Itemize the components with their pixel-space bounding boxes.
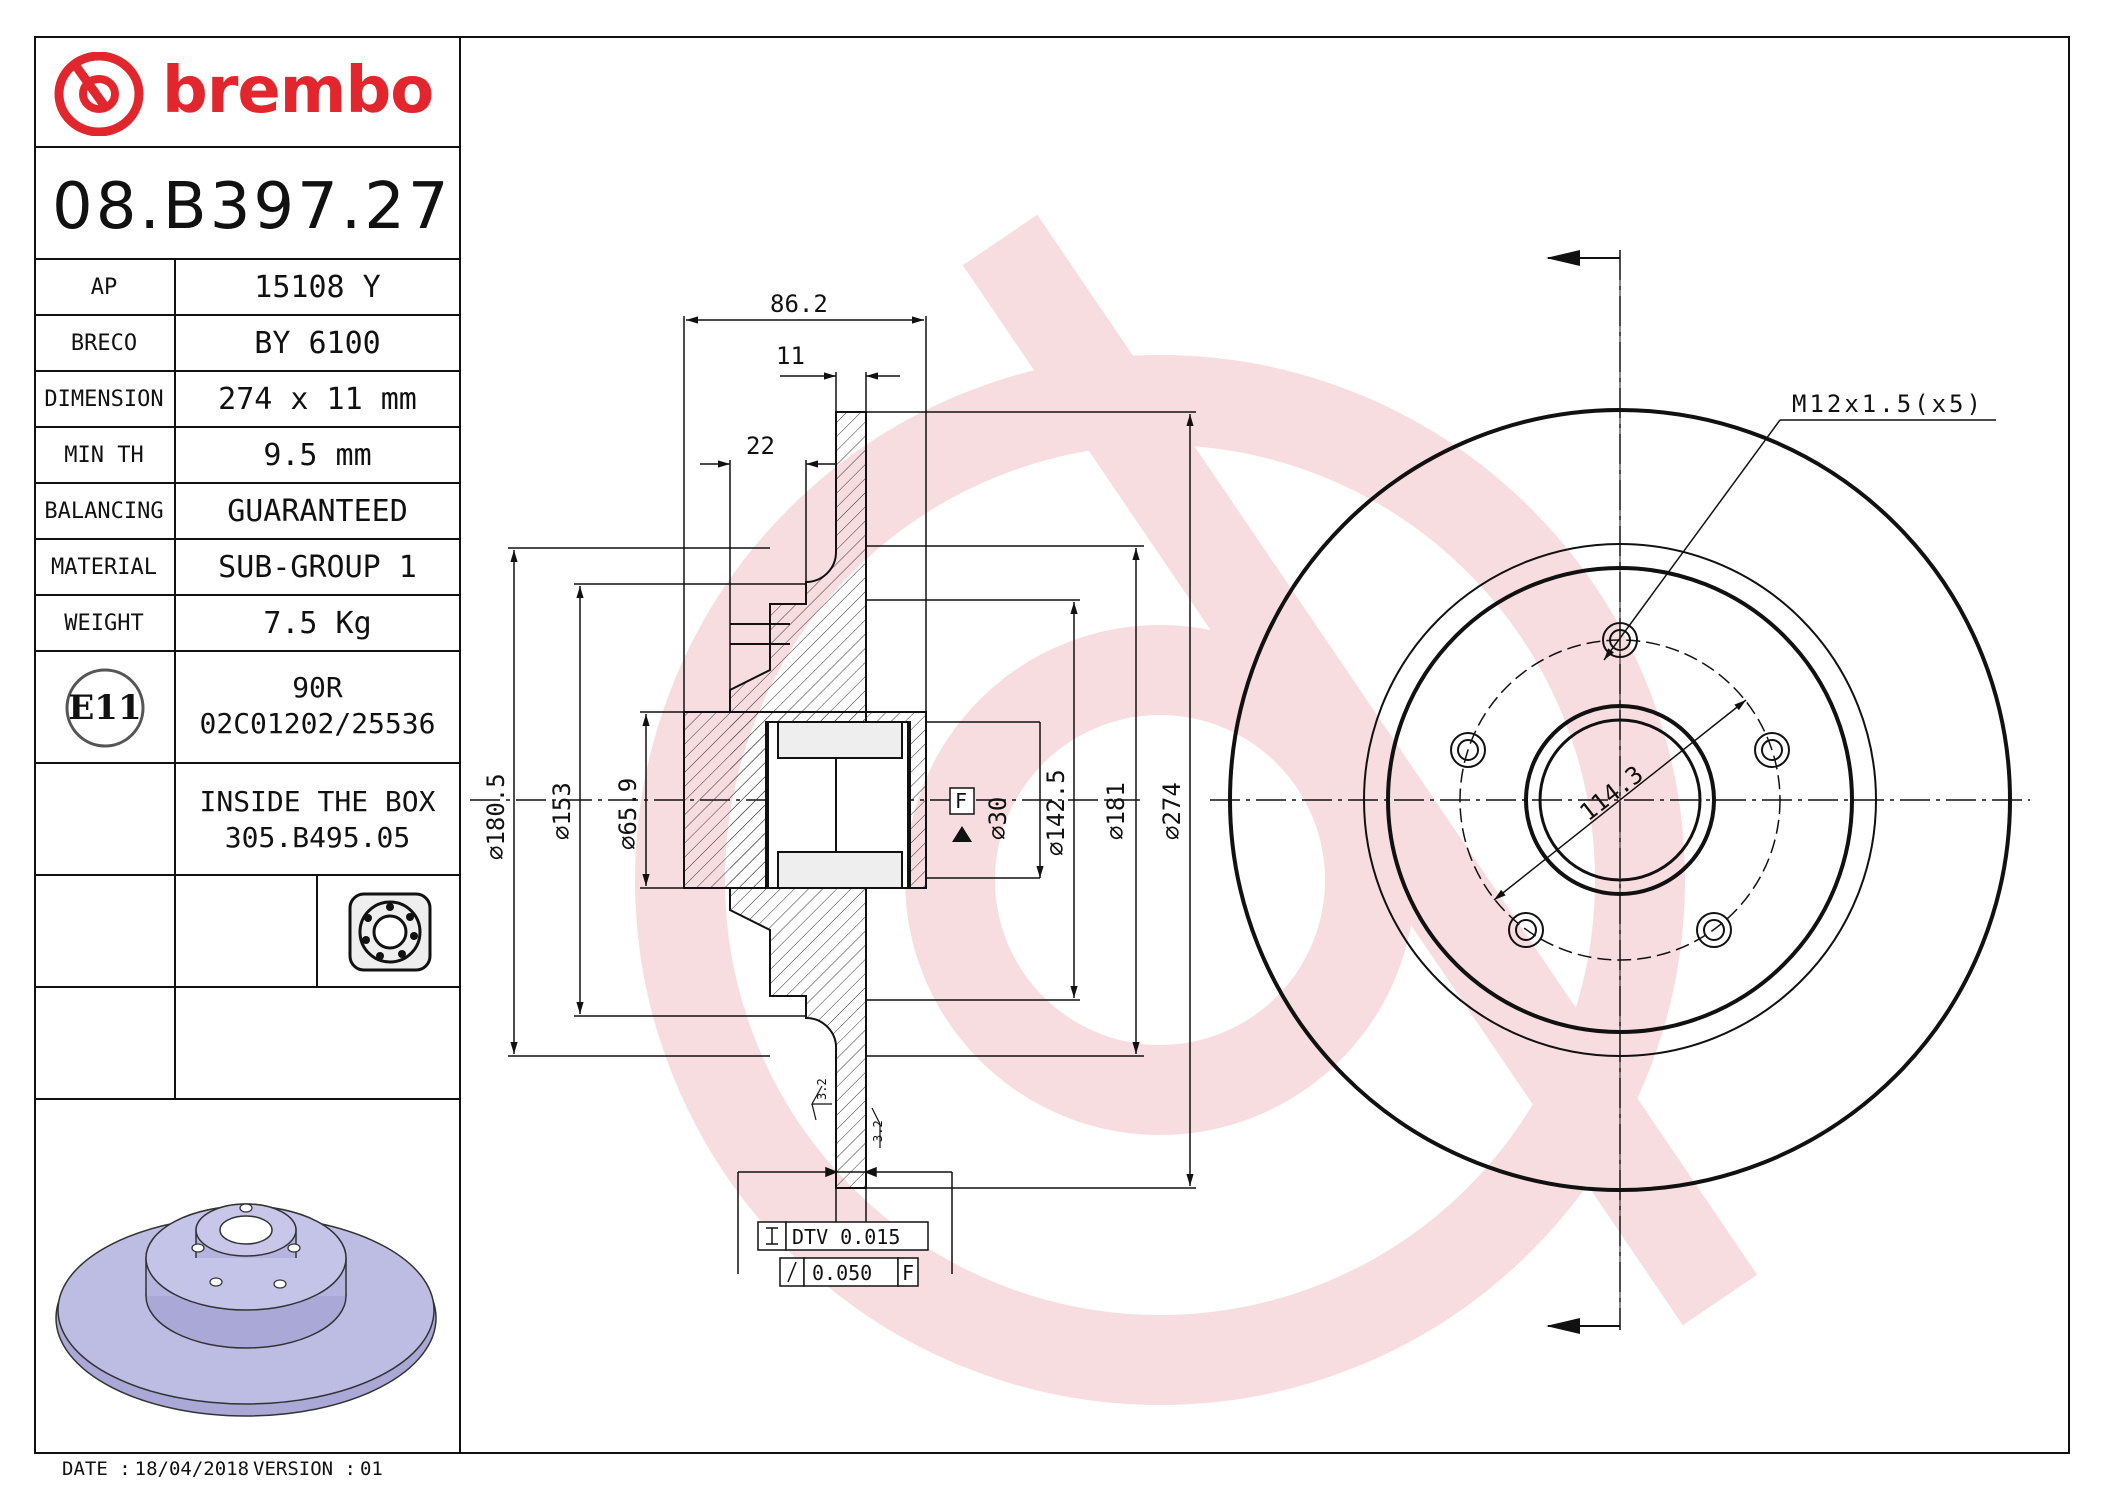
bearing-icon (348, 892, 432, 972)
inside-box-text: INSIDE THE BOX 305.B495.05 (176, 764, 459, 876)
spec-row-ap: AP 15108 Y (34, 260, 459, 316)
title-block: brembo 08.B397.27 AP 15108 Y BRECO BY 61… (34, 36, 461, 1454)
spec-row-dimension: DIMENSION 274 x 11 mm (34, 372, 459, 428)
spec-row-breco: BRECO BY 6100 (34, 316, 459, 372)
part-number: 08.B397.27 (34, 148, 459, 260)
dim-65-9: ⌀65.9 (614, 778, 642, 850)
spec-key: MATERIAL (34, 540, 176, 594)
spec-value: GUARANTEED (227, 493, 408, 529)
disc-3d-icon (55, 1203, 437, 1417)
thread-spec: M12x1.5(x5) (1792, 390, 1984, 418)
dim-180-5: ⌀180.5 (482, 773, 510, 860)
blank-cell (176, 988, 459, 1100)
spec-value: 15108 Y (254, 269, 381, 305)
spec-value: 9.5 mm (263, 437, 372, 473)
spec-value: SUB-GROUP 1 (218, 549, 417, 585)
section-view (683, 411, 927, 1189)
dim-11: 11 (776, 342, 805, 370)
approval-text: 90R 02C01202/25536 (176, 652, 459, 764)
approval-mark-cell: E11 (34, 652, 176, 764)
brand-name: brembo (162, 54, 434, 128)
spec-row-min-th: MIN TH 9.5 mm (34, 428, 459, 484)
brand-logo: brembo (34, 36, 459, 148)
spec-row-material: MATERIAL SUB-GROUP 1 (34, 540, 459, 596)
roughness-symbols (810, 1085, 881, 1148)
spec-key: MIN TH (34, 428, 176, 482)
dtv-label: DTV 0.015 (792, 1225, 900, 1249)
runout-value: 0.050 (812, 1261, 872, 1285)
datum-f: F (949, 787, 975, 842)
front-view (1210, 250, 2030, 1330)
approval-mark: E11 (68, 688, 142, 728)
inside-box-blank (34, 764, 176, 876)
blank-cell (34, 876, 176, 988)
spec-key: BALANCING (34, 484, 176, 538)
dim-22: 22 (746, 432, 775, 460)
spec-key: WEIGHT (34, 596, 176, 650)
blank-cell (176, 876, 318, 988)
bearing-icon-cell (318, 876, 459, 988)
blank-cell (34, 988, 176, 1100)
section-arrow-top (1546, 250, 1580, 266)
disc-3d-view (34, 1100, 459, 1452)
spec-key: AP (34, 260, 176, 314)
spec-key: BRECO (34, 316, 176, 370)
spec-value: 7.5 Kg (263, 605, 372, 641)
runout-datum: F (902, 1261, 914, 1285)
diameter-labels: ⌀180.5 ⌀153 ⌀65.9 ⌀30 ⌀142.5 ⌀181 ⌀274 (482, 769, 1186, 860)
roughness-b: 3.2 (871, 1120, 885, 1142)
svg-text:F: F (955, 789, 967, 813)
vertical-dimensions (508, 411, 1196, 1189)
dim-pcd: 114.3 (1574, 760, 1648, 827)
approval-circle-icon (65, 668, 145, 748)
dim-153: ⌀153 (548, 782, 576, 840)
dim-142-5: ⌀142.5 (1042, 769, 1070, 856)
spec-row-weight: WEIGHT 7.5 Kg (34, 596, 459, 652)
spec-key: DIMENSION (34, 372, 176, 426)
brembo-logo-icon (54, 52, 144, 136)
dim-274: ⌀274 (1158, 782, 1186, 840)
section-arrow-bottom (1546, 1318, 1580, 1334)
dim-30: ⌀30 (984, 797, 1012, 840)
spec-value: 274 x 11 mm (218, 381, 417, 417)
roughness-a: 3.2 (815, 1078, 829, 1100)
tolerance-frames (737, 1166, 953, 1287)
dim-86-2: 86.2 (770, 290, 828, 318)
dim-181: ⌀181 (1102, 782, 1130, 840)
drawing-frame (34, 36, 2070, 1454)
horizontal-dimensions (683, 316, 927, 712)
spec-value: BY 6100 (254, 325, 381, 361)
spec-row-balancing: BALANCING GUARANTEED (34, 484, 459, 540)
